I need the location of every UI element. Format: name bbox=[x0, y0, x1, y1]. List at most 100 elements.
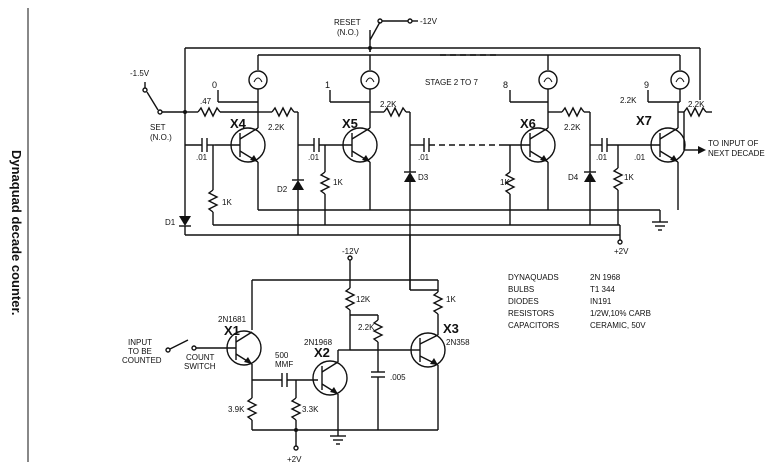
figure-caption: Dynaquad decade counter. bbox=[9, 150, 24, 315]
capacitor-500mmf-icon bbox=[252, 373, 318, 387]
x6-label: X6 bbox=[520, 116, 536, 131]
set-label: SET bbox=[150, 123, 166, 132]
plus2v-rail bbox=[185, 224, 623, 245]
resistor-12k-icon bbox=[344, 280, 356, 350]
r33k-label: 3.3K bbox=[302, 405, 319, 414]
neg12v-terminal bbox=[347, 255, 353, 261]
count-label-2: SWITCH bbox=[184, 362, 216, 371]
x4-label: X4 bbox=[230, 116, 247, 131]
bottom-bus bbox=[252, 428, 438, 451]
resistor-x7-base-icon bbox=[612, 145, 624, 225]
legend-value: CERAMIC, 50V bbox=[590, 321, 646, 330]
c005-label: .005 bbox=[390, 373, 406, 382]
capacitor-x5-icon bbox=[298, 138, 352, 152]
upper-bus-lower bbox=[251, 260, 439, 330]
capacitor-005-icon bbox=[371, 350, 385, 430]
neg12v-top-label: -12V bbox=[420, 17, 438, 26]
legend-value: IN191 bbox=[590, 297, 612, 306]
resistor-x3-icon bbox=[410, 289, 444, 335]
stage-label: STAGE 2 TO 7 bbox=[425, 78, 478, 87]
diode-d2-icon bbox=[292, 145, 304, 235]
output-label-1: TO INPUT OF bbox=[708, 139, 758, 148]
reset-switch bbox=[369, 18, 418, 52]
count-switch bbox=[165, 339, 197, 353]
capacitor-stage-icon bbox=[410, 138, 500, 152]
resistor-47-label: .47 bbox=[200, 97, 212, 106]
d1-label: D1 bbox=[165, 218, 176, 227]
x2-label: X2 bbox=[314, 345, 330, 360]
x5-label: X5 bbox=[342, 116, 358, 131]
set-switch bbox=[142, 82, 198, 115]
mmf-label-1: 500 bbox=[275, 351, 289, 360]
legend-value: T1 344 bbox=[590, 285, 615, 294]
bulb-9-label: 9 bbox=[644, 80, 649, 90]
resistor-33k-icon bbox=[290, 380, 302, 430]
resistor-x4-base-icon bbox=[207, 145, 219, 225]
neg12v-mid-label: -12V bbox=[342, 247, 360, 256]
r22k-x4-label: 2.2K bbox=[268, 123, 285, 132]
r12k-label: 12K bbox=[356, 295, 371, 304]
bulb-8-icon bbox=[509, 55, 558, 103]
input-label-2: TO BE bbox=[128, 347, 152, 356]
top-rail bbox=[184, 46, 701, 200]
transistor-x5-icon bbox=[342, 102, 378, 210]
legend-name: RESISTORS bbox=[508, 309, 554, 318]
parts-legend: DYNAQUADS 2N 1968 BULBS T1 344 DIODES IN… bbox=[508, 273, 651, 330]
r39k-label: 3.9K bbox=[228, 405, 245, 414]
transistor-x1-icon bbox=[196, 330, 262, 398]
r1k-x5-label: 1K bbox=[333, 178, 343, 187]
transistor-x7-icon bbox=[650, 102, 686, 210]
transistor-x6-icon bbox=[500, 102, 556, 210]
ground-bus bbox=[258, 209, 668, 231]
r1k-x6-label: 1K bbox=[500, 178, 510, 187]
r22k-x7-label: 2.2K bbox=[688, 100, 705, 109]
x1-part-label: 2N1681 bbox=[218, 315, 247, 324]
cap-x7-label: .01 bbox=[596, 153, 608, 162]
cap-extra-label: .01 bbox=[634, 153, 646, 162]
resistor-47-icon bbox=[197, 106, 258, 118]
r1k-x3-label: 1K bbox=[446, 295, 456, 304]
ground-x2-icon bbox=[330, 435, 346, 445]
r1k-x7-label: 1K bbox=[624, 173, 634, 182]
bulb-1-label: 1 bbox=[325, 80, 330, 90]
cap-x5-label: .01 bbox=[308, 153, 320, 162]
input-label-3: COUNTED bbox=[122, 356, 162, 365]
resistor-x7-col-icon bbox=[678, 106, 712, 118]
reset-label: RESET bbox=[334, 18, 361, 27]
diode-d4-icon bbox=[584, 145, 596, 225]
transistor-x3-icon bbox=[410, 332, 446, 430]
legend-value: 2N 1968 bbox=[590, 273, 621, 282]
bulb-0-label: 0 bbox=[212, 80, 217, 90]
resistor-x5-col-icon bbox=[370, 106, 411, 145]
diode-d1-icon bbox=[179, 200, 191, 235]
cap-x4-label: .01 bbox=[196, 153, 208, 162]
bulb-8-label: 8 bbox=[503, 80, 508, 90]
plus2v-right-label: +2V bbox=[614, 247, 629, 256]
capacitor-x7-icon bbox=[590, 138, 660, 152]
bulb-9-icon bbox=[647, 55, 690, 103]
output-label-2: NEXT DECADE bbox=[708, 149, 765, 158]
r22k-extra-label: 2.2K bbox=[620, 96, 637, 105]
r22k-low-label: 2.2K bbox=[358, 323, 375, 332]
x2-part-label: 2N1968 bbox=[304, 338, 333, 347]
d2-label: D2 bbox=[277, 185, 288, 194]
x3-label: X3 bbox=[443, 321, 459, 336]
x3-part-label: 2N358 bbox=[446, 338, 470, 347]
legend-name: DYNAQUADS bbox=[508, 273, 559, 282]
mmf-label-2: MMF bbox=[275, 360, 293, 369]
bulb-1-icon bbox=[329, 55, 380, 103]
resistor-x4-col-icon bbox=[258, 106, 299, 145]
resistor-22k-low-icon bbox=[350, 314, 410, 351]
plus2v-bottom-label: +2V bbox=[287, 455, 302, 464]
count-label-1: COUNT bbox=[186, 353, 215, 362]
bulb-0-icon bbox=[217, 55, 268, 103]
legend-name: CAPACITORS bbox=[508, 321, 559, 330]
resistor-x6-col-icon bbox=[548, 106, 591, 145]
r1k-x4-label: 1K bbox=[222, 198, 232, 207]
d4-label: D4 bbox=[568, 173, 579, 182]
legend-value: 1/2W,10% CARB bbox=[590, 309, 651, 318]
cap-stage-label: .01 bbox=[418, 153, 430, 162]
neg15v-label: -1.5V bbox=[130, 69, 150, 78]
legend-name: BULBS bbox=[508, 285, 534, 294]
